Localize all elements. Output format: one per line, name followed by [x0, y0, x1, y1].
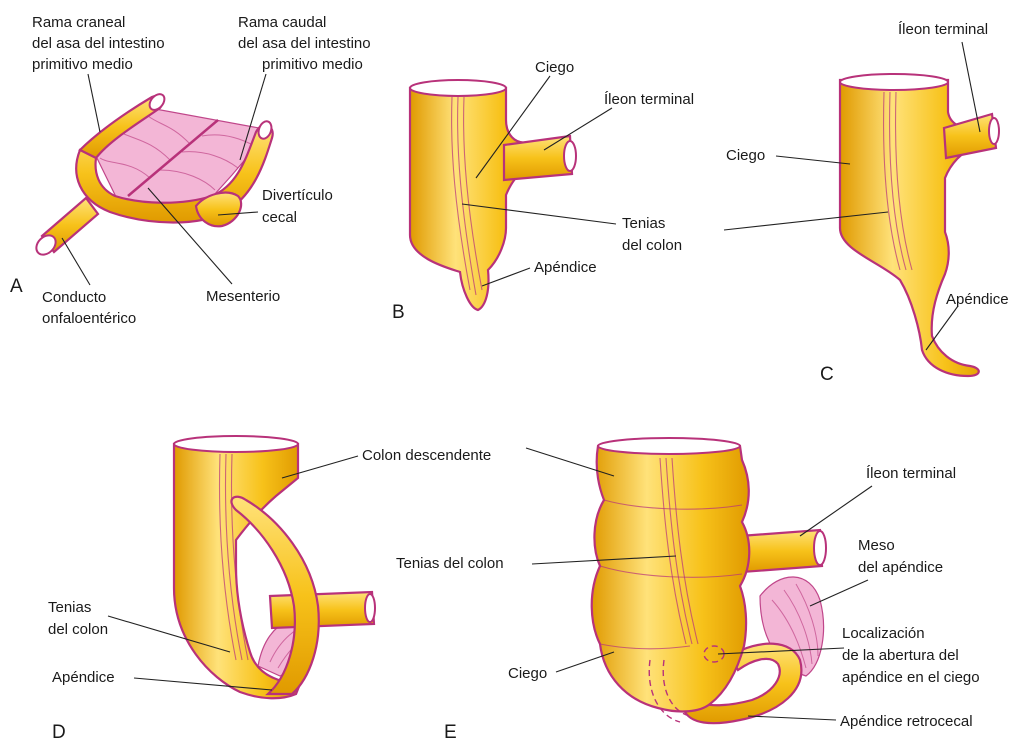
cecum-e-opening [598, 438, 740, 454]
label-tenias-e: Tenias del colon [396, 555, 504, 572]
panel-letter-b: B [392, 302, 405, 323]
ileum-e-opening [814, 531, 826, 565]
cecum-c-opening [840, 74, 948, 90]
label-ciego-b: Ciego [535, 59, 574, 76]
colon-d-opening [174, 436, 298, 452]
label-tenias-b-1: Tenias [622, 215, 665, 232]
ileum-b-opening [564, 141, 576, 171]
panel-letter-e: E [444, 722, 457, 738]
label-ileon-c: Íleon terminal [898, 21, 988, 38]
ileum-c-opening [989, 118, 999, 144]
label-caudal-limb-3: primitivo medio [262, 56, 363, 73]
label-tenias-d-1: Tenias [48, 599, 91, 616]
label-loc-e-1: Localización [842, 625, 925, 642]
label-meso-e-2: del apéndice [858, 559, 943, 576]
label-loc-e-3: apéndice en el ciego [842, 669, 980, 686]
ileum-d [270, 592, 374, 628]
label-diverticulo-1: Divertículo [262, 187, 333, 204]
ileum-b [504, 136, 572, 180]
label-conducto-2: onfaloentérico [42, 310, 136, 327]
label-cranial-limb-2: del asa del intestino [32, 35, 165, 52]
ileum-d-opening [365, 594, 375, 622]
ileum-e [740, 530, 822, 572]
label-tenias-d-2: del colon [48, 621, 108, 638]
label-ciego-e: Ciego [508, 665, 547, 682]
label-diverticulo-2: cecal [262, 209, 297, 226]
panel-e: Íleon terminal Tenias del colon Meso del… [396, 438, 980, 738]
label-ileon-e: Íleon terminal [866, 465, 956, 482]
panel-c: Íleon terminal Ciego Apéndice C [724, 21, 1009, 385]
label-apendice-c: Apéndice [946, 291, 1009, 308]
label-retro-e: Apéndice retrocecal [840, 713, 973, 730]
label-meso-e-1: Meso [858, 537, 895, 554]
label-apendice-b: Apéndice [534, 259, 597, 276]
label-colon-d: Colon descendente [362, 447, 491, 464]
label-mesenterio: Mesenterio [206, 288, 280, 305]
label-conducto-1: Conducto [42, 289, 106, 306]
cecum-e [592, 446, 750, 711]
label-loc-e-2: de la abertura del [842, 647, 959, 664]
label-caudal-limb-2: del asa del intestino [238, 35, 371, 52]
panel-letter-d: D [52, 722, 66, 738]
label-apendice-d: Apéndice [52, 669, 115, 686]
panel-letter-a: A [10, 276, 23, 297]
label-cranial-limb-1: Rama craneal [32, 14, 125, 31]
label-tenias-b-2: del colon [622, 237, 682, 254]
cecum-b-opening [410, 80, 506, 96]
label-ciego-c: Ciego [726, 147, 765, 164]
label-cranial-limb-3: primitivo medio [32, 56, 133, 73]
label-ileon-b: Íleon terminal [604, 91, 694, 108]
panel-d: Colon descendente Tenias del colon Apénd… [48, 436, 491, 738]
panel-a: Rama craneal del asa del intestino primi… [10, 14, 371, 327]
label-caudal-limb-1: Rama caudal [238, 14, 326, 31]
cecum-b [410, 88, 540, 310]
panel-letter-c: C [820, 364, 834, 385]
panel-b: Ciego Íleon terminal Tenias del colon Ap… [392, 59, 694, 323]
